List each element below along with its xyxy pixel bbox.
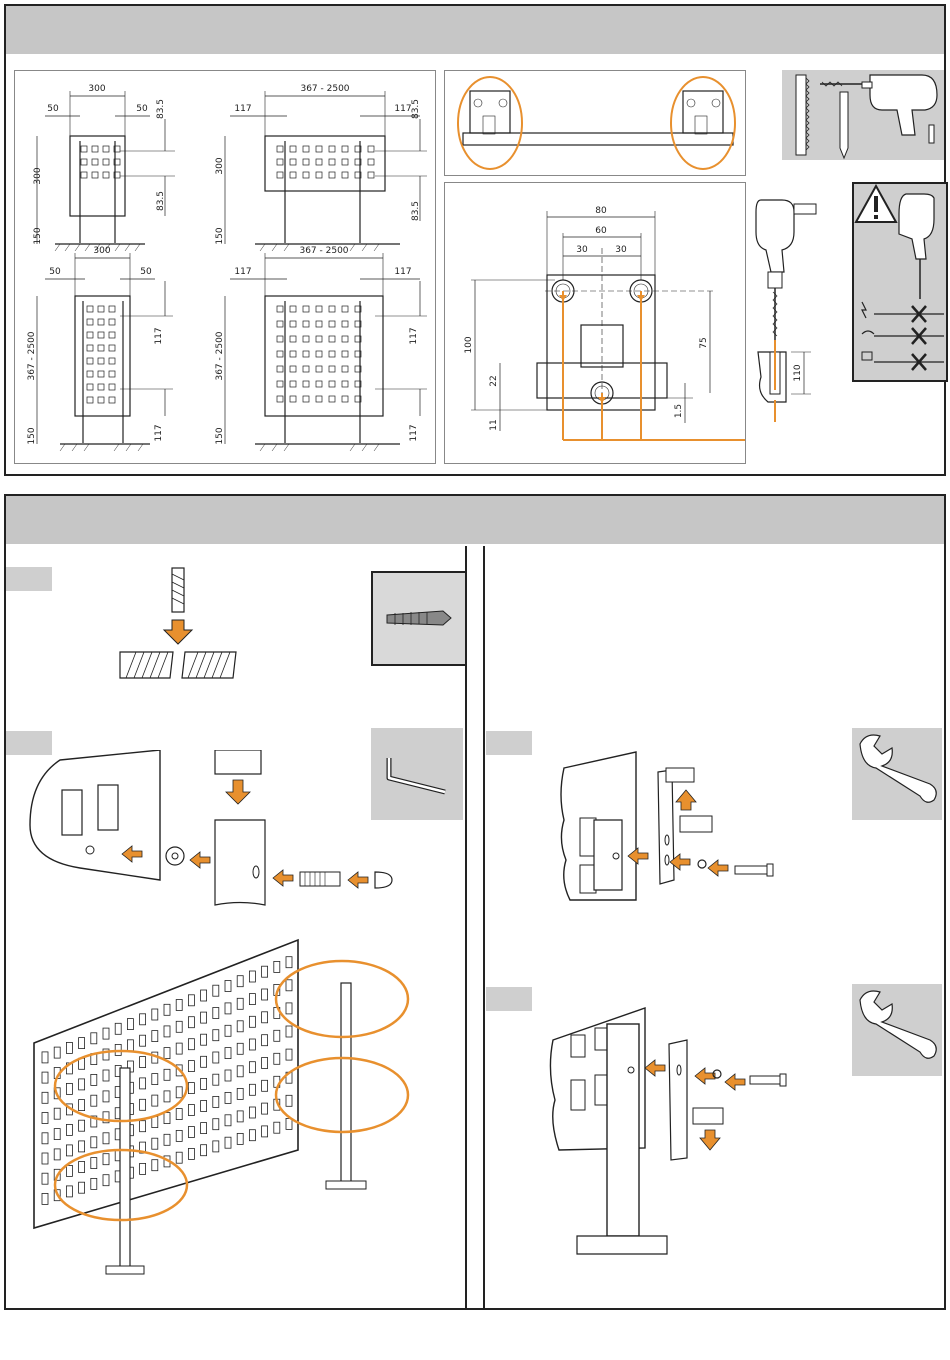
wrench-icon [852,984,942,1076]
bracket-detail-panel: 80 60 30 30 100 22 11 75 1.5 [444,182,746,464]
dim-bottom-offset: 83.5 [156,191,166,211]
dim-width: 367 - 2500 [300,84,349,94]
dim-floor: 150 [33,227,43,244]
dimension-drawings: 300 50 50 300 150 [15,71,435,463]
section-dimensions: 300 50 50 300 150 [4,4,946,476]
dim-110: 110 [793,364,803,381]
dim-30-right: 30 [615,245,627,255]
dimension-drawings-panel: 300 50 50 300 150 [14,70,436,464]
electric-hazard-icon [862,302,944,318]
bracket-position-panel [444,70,746,176]
wall-hatch [120,652,236,678]
dim-60: 60 [595,226,607,236]
gas-hazard-icon [862,331,944,336]
dim-right-offset: 50 [140,267,152,277]
warning-icon [856,186,896,222]
dim-bottom-offset: 117 [409,424,419,441]
dim-75: 75 [699,337,709,348]
water-hazard-icon [862,352,944,362]
tools-illustration [782,70,944,160]
drilling-illustration: 110 [746,192,826,422]
dim-width: 300 [93,246,110,256]
pencil-icon [840,92,848,158]
panel-assembly-overview [26,938,426,1288]
drawing-tall-300: 300 50 50 [27,246,173,451]
dim-left-offset: 117 [234,104,251,114]
dim-top-offset: 83.5 [411,99,421,119]
drill-icon [862,75,937,143]
bracket-position-drawing [445,71,745,175]
dim-height: 300 [33,167,43,184]
column-divider-right [483,546,485,1308]
drill-icon [756,200,816,342]
dim-left-offset: 50 [47,104,59,114]
dim-22: 22 [489,375,499,386]
wrench-box-1 [852,728,942,820]
step-tab-1 [6,567,52,591]
saw-icon [796,75,809,155]
wrench-box-2 [852,984,942,1076]
dim-height: 367 - 2500 [215,331,225,380]
dim-left-offset: 117 [234,267,251,277]
wrench-icon [852,728,942,820]
dim-30-left: 30 [576,245,588,255]
dowel-insert-illustration [110,560,250,685]
warning-illustration [854,184,946,380]
post-fixing-exploded-view [20,750,420,910]
dim-floor: 150 [27,427,37,444]
bracket-detail-drawing: 80 60 30 30 100 22 11 75 1.5 [445,183,745,463]
tools-box [782,70,944,160]
section-header-band [6,6,944,54]
dim-11: 11 [489,419,499,430]
drill-icon [899,194,934,299]
dowel-icon [172,568,184,612]
dim-left-offset: 50 [49,267,61,277]
dim-top-offset: 117 [154,327,164,344]
dim-bottom-offset: 83.5 [411,201,421,221]
dim-100: 100 [464,336,474,353]
dim-right-offset: 117 [394,104,411,114]
post-mount-step [545,1000,805,1265]
drawing-tall-variable: 367 - 2500 117 117 [215,246,427,451]
dim-floor: 150 [215,227,225,244]
dim-height: 367 - 2500 [27,331,37,380]
dim-height: 300 [215,157,225,174]
dim-right-offset: 50 [136,104,148,114]
dowel-icon [373,573,465,664]
section-header-band [6,496,944,544]
step-tab-4 [486,987,532,1011]
dim-width: 300 [88,84,105,94]
step-tab-3 [486,731,532,755]
warning-box [852,182,948,382]
dim-bottom-offset: 117 [154,424,164,441]
dim-1-5: 1.5 [674,404,684,418]
dim-80: 80 [595,206,607,216]
drill-bit-icon [820,82,867,86]
drawing-small-300: 300 50 50 300 150 [33,84,175,251]
dim-top-offset: 83.5 [156,99,166,119]
dim-top-offset: 117 [409,327,419,344]
dim-floor: 150 [215,427,225,444]
dowel-detail-box [371,571,467,666]
bracket-mount-step [550,750,790,910]
dim-width: 367 - 2500 [299,246,348,256]
dim-right-offset: 117 [394,267,411,277]
drawing-wide-variable: 367 - 2500 117 117 300 150 [215,84,427,251]
wall-section: 110 [758,352,811,402]
